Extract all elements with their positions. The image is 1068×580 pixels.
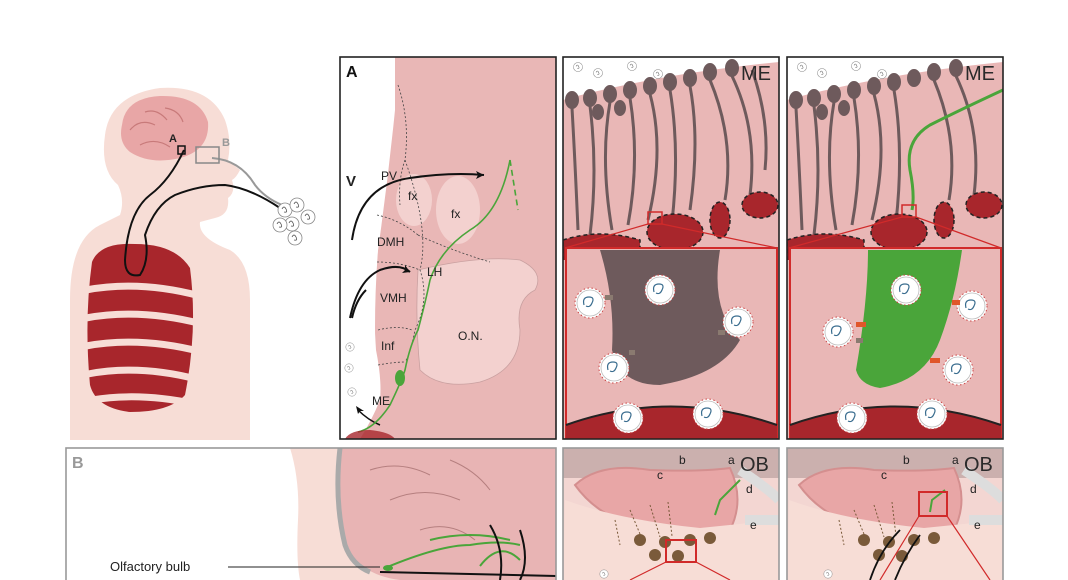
ob-left-label-a: a	[728, 453, 735, 467]
label-dmh: DMH	[377, 235, 404, 249]
receptors-me-right	[856, 300, 960, 363]
panel-me-right-border	[786, 56, 1004, 440]
tanycyte-processes	[570, 69, 768, 236]
green-neuron-path	[357, 159, 511, 433]
panel-b-border	[65, 447, 557, 580]
panel-me-right: ME	[786, 56, 1004, 440]
virus-cloud	[272, 197, 316, 246]
brain-b	[338, 448, 556, 580]
tanycyte-bodies-right	[789, 59, 963, 120]
olfactory-bulb-label: Olfactory bulb	[110, 559, 190, 574]
me-ventricle-right	[787, 57, 1003, 100]
ob-left-label-b: b	[679, 453, 686, 467]
panel-ob-right-title: OB	[964, 454, 993, 476]
ob-right-label-b: b	[903, 453, 910, 467]
olfactory-bulb-shape	[383, 565, 393, 571]
label-lh: LH	[427, 265, 442, 279]
fornix-1	[396, 174, 432, 226]
median-eminence-base	[345, 430, 395, 439]
green-axon-right	[907, 88, 1003, 211]
label-fx-1: fx	[408, 189, 417, 203]
arrow-upper	[351, 173, 485, 241]
panel-me-left-border	[562, 56, 780, 440]
ob-left-label-c: c	[657, 468, 663, 482]
panel-ob-left-border	[562, 447, 780, 580]
label-inf: Inf	[381, 339, 395, 353]
panel-ob-left-title: OB	[740, 454, 769, 476]
arrow-middle	[349, 266, 411, 319]
panel-b-letter: B	[72, 455, 84, 472]
panel-ob-left: OB a b c d e	[562, 447, 780, 580]
panel-a-border	[339, 56, 557, 440]
ob-right-label-e: e	[974, 518, 981, 532]
optic-nerve	[416, 258, 539, 385]
brain-shape	[121, 95, 209, 161]
me-ventricle	[563, 57, 779, 100]
lungs	[85, 243, 203, 412]
label-me: ME	[372, 394, 390, 408]
marker-box-b[interactable]	[195, 146, 220, 164]
tanycyte-processes-right	[794, 75, 978, 236]
ob-left-label-d: d	[746, 482, 753, 496]
label-pv: PV	[381, 169, 397, 183]
ob-right-label-c: c	[881, 468, 887, 482]
panel-me-left: ME	[562, 56, 780, 440]
zoom-box-me-right	[901, 204, 917, 218]
panel-me-left-title: ME	[741, 63, 771, 85]
zoom-box-ob-left	[665, 539, 697, 563]
arrow-me	[357, 409, 381, 426]
label-vmh: VMH	[380, 291, 407, 305]
ventricle	[340, 57, 395, 439]
panel-me-right-title: ME	[965, 63, 995, 85]
marker-label-a: A	[169, 133, 177, 145]
panel-b: B Olfactory bulb	[65, 447, 557, 580]
zoom-box-ob-right	[918, 491, 948, 517]
zoom-box-me-left	[647, 211, 663, 225]
panel-ob-right-border	[786, 447, 1004, 580]
panel-a: A V PV fx fx DMH LH VMH Inf ME O.N.	[339, 56, 557, 440]
airway-path-gray	[211, 157, 283, 206]
label-v: V	[346, 173, 356, 190]
panel-ob-right: OB a b c d e	[786, 447, 1004, 580]
airway-path	[123, 149, 281, 277]
tanycyte-bodies	[565, 59, 739, 120]
label-fx-2: fx	[451, 207, 460, 221]
ob-right-label-a: a	[952, 453, 959, 467]
fornix-2	[436, 176, 480, 244]
panel-a-letter: A	[346, 64, 358, 81]
ob-right-label-d: d	[970, 482, 977, 496]
brain-folds	[129, 107, 184, 148]
ob-left-label-e: e	[750, 518, 757, 532]
arrow-lower	[351, 289, 367, 319]
marker-label-b: B	[222, 137, 230, 149]
marker-box-a[interactable]	[177, 145, 186, 155]
green-endfoot	[856, 250, 962, 388]
receptors-me-left	[605, 295, 725, 355]
label-on: O.N.	[458, 329, 483, 343]
green-neuron-soma	[395, 370, 405, 386]
body-inset: A B	[70, 87, 316, 441]
